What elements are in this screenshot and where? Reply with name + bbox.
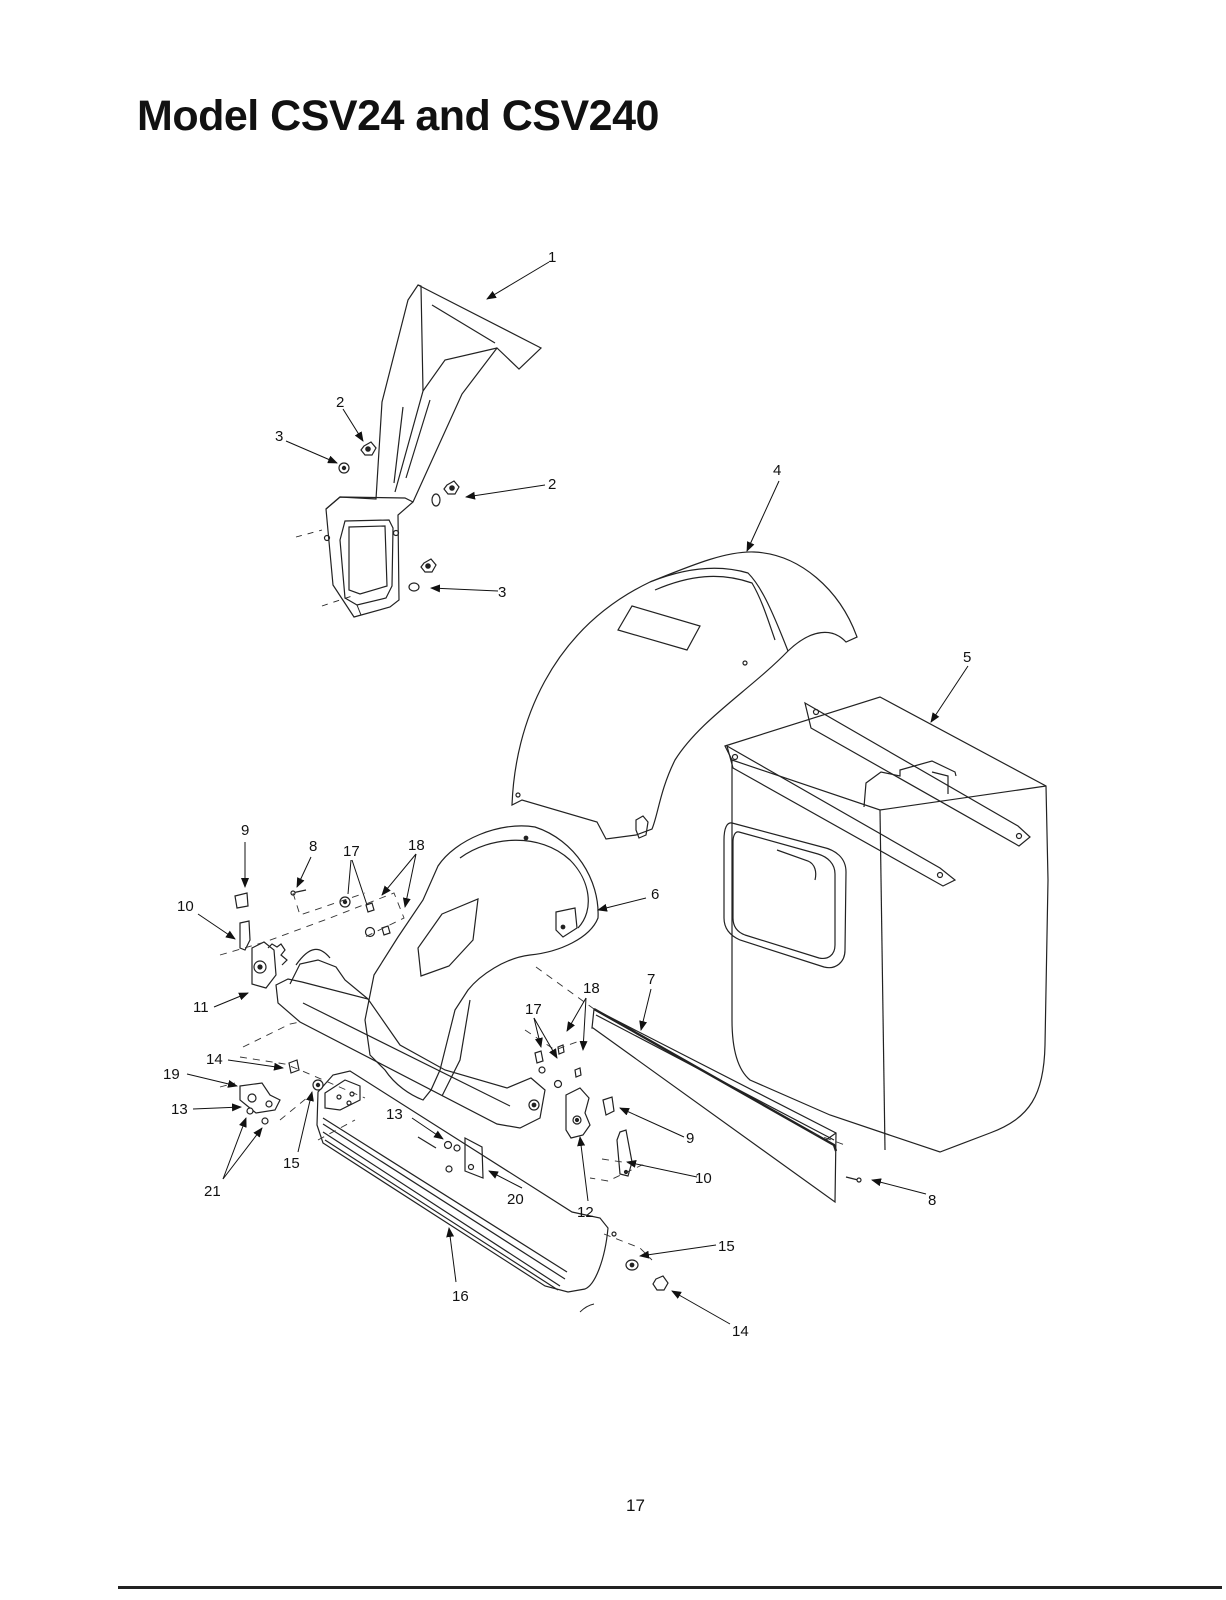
callout-label: 17 bbox=[343, 843, 360, 860]
callout-label: 17 bbox=[525, 1001, 542, 1018]
callout-label: 14 bbox=[732, 1323, 749, 1340]
washer-bolt-hardware bbox=[625, 1176, 862, 1291]
housing-base-part bbox=[275, 948, 546, 1129]
callout-label: 12 bbox=[577, 1204, 594, 1221]
callout-label: 13 bbox=[386, 1106, 403, 1123]
left-side-hardware bbox=[234, 889, 391, 1125]
page-number: 17 bbox=[626, 1496, 645, 1515]
callout-label: 19 bbox=[163, 1066, 180, 1083]
callout-label: 8 bbox=[309, 838, 317, 855]
callout-label: 18 bbox=[408, 837, 425, 854]
callout-label: 7 bbox=[647, 971, 655, 988]
callout-label: 16 bbox=[452, 1288, 469, 1305]
callout-label: 2 bbox=[548, 476, 556, 493]
bracket-hardware bbox=[443, 1044, 633, 1179]
auger-housing-part bbox=[723, 696, 1049, 1153]
callout-label: 4 bbox=[773, 462, 781, 479]
callout-leader-lines bbox=[186, 261, 969, 1325]
callout-label: 20 bbox=[507, 1191, 524, 1208]
callout-label: 3 bbox=[275, 428, 283, 445]
skid-scraper-part bbox=[316, 1070, 617, 1313]
discharge-chute-part bbox=[295, 284, 543, 618]
callout-labels: 1 2 3 2 3 4 5 9 8 17 18 10 6 11 18 7 17 … bbox=[163, 249, 971, 1340]
callout-label: 21 bbox=[204, 1183, 221, 1200]
callout-label: 5 bbox=[963, 649, 971, 666]
callout-label: 10 bbox=[177, 898, 194, 915]
chute-hardware bbox=[338, 441, 460, 592]
bottom-rule bbox=[118, 1586, 1222, 1589]
callout-label: 1 bbox=[548, 249, 556, 266]
callout-label: 8 bbox=[928, 1192, 936, 1209]
callout-label: 2 bbox=[336, 394, 344, 411]
callout-label: 13 bbox=[171, 1101, 188, 1118]
callout-label: 15 bbox=[718, 1238, 735, 1255]
callout-label: 9 bbox=[241, 822, 249, 839]
callout-label: 11 bbox=[193, 999, 209, 1016]
callout-label: 6 bbox=[651, 886, 659, 903]
callout-label: 10 bbox=[695, 1170, 712, 1187]
callout-label: 9 bbox=[686, 1130, 694, 1147]
page-title: Model CSV24 and CSV240 bbox=[137, 92, 659, 140]
callout-label: 14 bbox=[206, 1051, 223, 1068]
callout-label: 15 bbox=[283, 1155, 300, 1172]
callout-label: 18 bbox=[583, 980, 600, 997]
assembly-center-lines bbox=[219, 892, 846, 1261]
auger-housing-cover-part bbox=[511, 551, 858, 840]
chute-adapter-part bbox=[364, 825, 599, 1101]
callout-label: 3 bbox=[498, 584, 506, 601]
